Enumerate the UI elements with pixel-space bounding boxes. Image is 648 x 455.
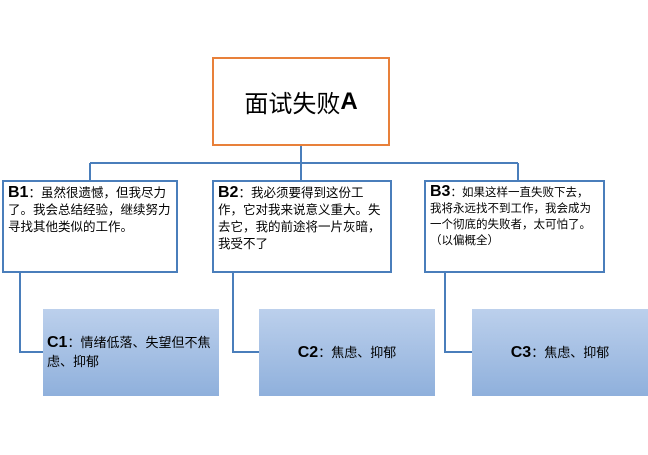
belief-node-id: B3 [430,183,451,200]
connector-b1-c1 [19,273,43,353]
connector-b3-c3 [444,273,472,353]
belief-node-sep: ： [450,185,462,199]
belief-node-b2: B2：我必须要得到这份工作，它对我来说意义重大。失去它，我的前途将一片灰暗，我受… [212,180,392,273]
consequence-node-id: C3 [510,343,532,361]
root-node-text: 面试失败 [244,90,341,118]
consequence-node-sep: ： [67,336,81,351]
connector-b2-c2 [232,273,259,353]
consequence-node-c1: C1：情绪低落、失望但不焦虑、抑郁 [43,309,219,396]
consequence-node-id: C2 [297,343,319,361]
belief-node-text: 如果这样一直失败下去，我将永远找不到工作，我会成为一个彻底的失败者，太可怕了。（… [430,185,591,247]
belief-node-sep: ： [28,185,41,200]
root-node-letter: A [340,87,358,115]
consequence-node-c2: C2：焦虑、抑郁 [259,309,435,396]
consequence-node-sep: ： [318,345,332,361]
consequence-node-text: 情绪低落、失望但不焦虑、抑郁 [47,336,211,370]
consequence-node-text: 焦虑、抑郁 [331,345,397,361]
belief-node-sep: ： [238,185,251,200]
belief-node-b1: B1：虽然很遗憾，但我尽力了。我会总结经验，继续努力寻找其他类似的工作。 [2,180,178,273]
belief-node-text: 我必须要得到这份工作，它对我来说意义重大。失去它，我的前途将一片灰暗，我受不了 [218,185,381,251]
belief-node-text: 虽然很遗憾，但我尽力了。我会总结经验，继续努力寻找其他类似的工作。 [8,185,171,234]
consequence-node-id: C1 [47,334,68,351]
consequence-node-c3: C3：焦虑、抑郁 [472,309,648,396]
belief-node-id: B1 [8,184,29,201]
belief-node-id: B2 [218,184,239,201]
belief-node-b3: B3：如果这样一直失败下去，我将永远找不到工作，我会成为一个彻底的失败者，太可怕… [424,180,605,273]
consequence-node-sep: ： [531,345,545,361]
consequence-node-text: 焦虑、抑郁 [544,345,610,361]
